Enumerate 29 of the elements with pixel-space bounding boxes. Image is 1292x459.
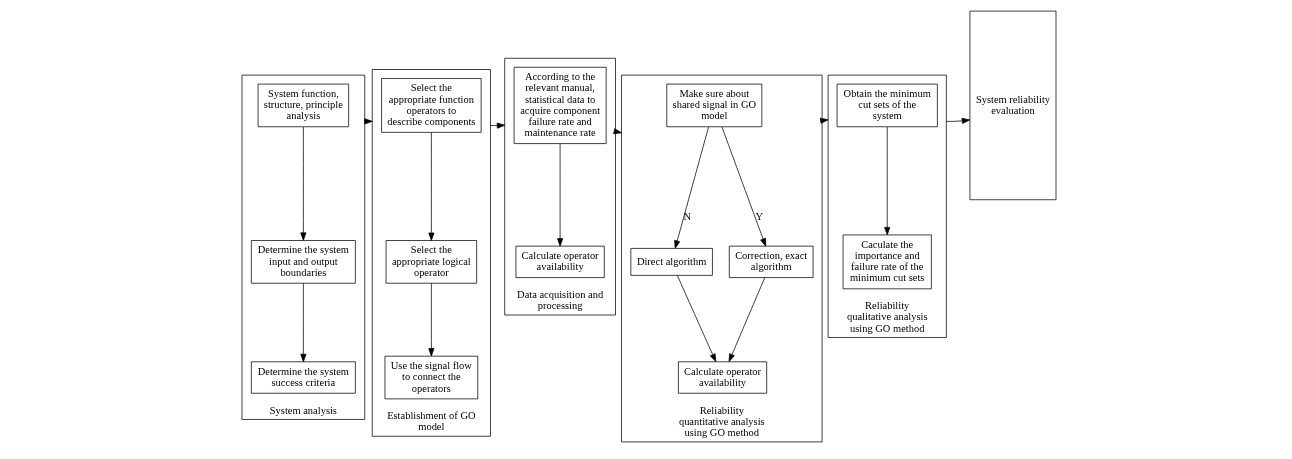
arrow [428,132,435,241]
node-box: System reliability evaluation [969,10,1057,201]
arrow [490,122,506,129]
arrow [557,143,564,247]
arrow [728,277,766,362]
arrow [300,282,307,363]
node-box: Determine the system success criteria [250,361,356,394]
node-box: Correction, exact algorithm [728,245,814,278]
arrow [428,282,435,357]
node-box: Calculate operator availability [678,361,768,394]
arrow [674,126,709,249]
node-box: Make sure about shared signal in GO model [666,83,763,128]
edge-label: N [683,211,692,223]
node-box: According to the relevant manual, statistical data to acquire component failure rate and maintenance rate [513,66,607,144]
node-box: Select the appropriate function operators to describe components [381,78,482,133]
arrow [884,126,891,236]
arrow [677,275,717,362]
arrow [945,117,971,124]
node-box: Obtain the minimum cut sets of the system [836,83,938,128]
node-box: Calculate operator availability [515,245,605,278]
node-box: Select the appropriate logical operator [385,240,478,284]
node-box: Direct algorithm [630,248,713,276]
arrow [721,126,767,247]
node-box: Use the signal flow to connect the operators [384,355,479,400]
arrow [300,126,307,241]
node-box: Caculate the importance and failure rate of the minimum cut sets [842,234,932,290]
node-box: System function, structure, principle analysis [257,83,350,128]
edge-label: Y [755,211,763,223]
node-box: Determine the system input and output boundaries [250,240,356,284]
